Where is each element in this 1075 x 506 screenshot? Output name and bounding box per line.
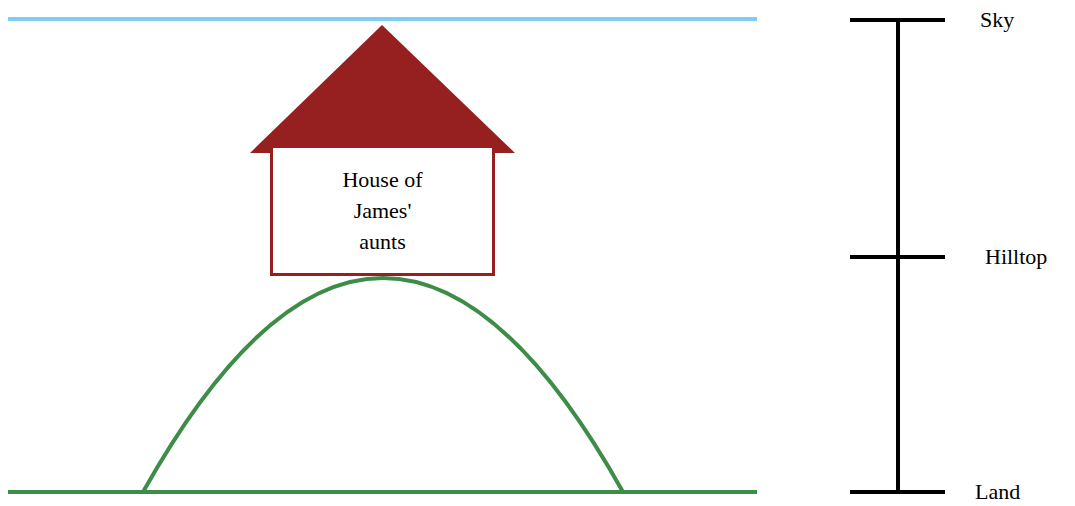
ground-line [8, 490, 757, 494]
scale-tick [850, 255, 945, 259]
scale-label: Hilltop [985, 244, 1047, 270]
scale-tick [850, 490, 945, 494]
scale-label: Sky [980, 7, 1014, 33]
house-body: House of James' aunts [270, 145, 495, 276]
sky-line [8, 17, 757, 21]
hill-outline [143, 278, 623, 492]
scale-tick [850, 18, 945, 22]
node-label: House of James' aunts [337, 164, 429, 257]
house-roof [250, 25, 515, 153]
scale-label: Land [975, 479, 1020, 505]
